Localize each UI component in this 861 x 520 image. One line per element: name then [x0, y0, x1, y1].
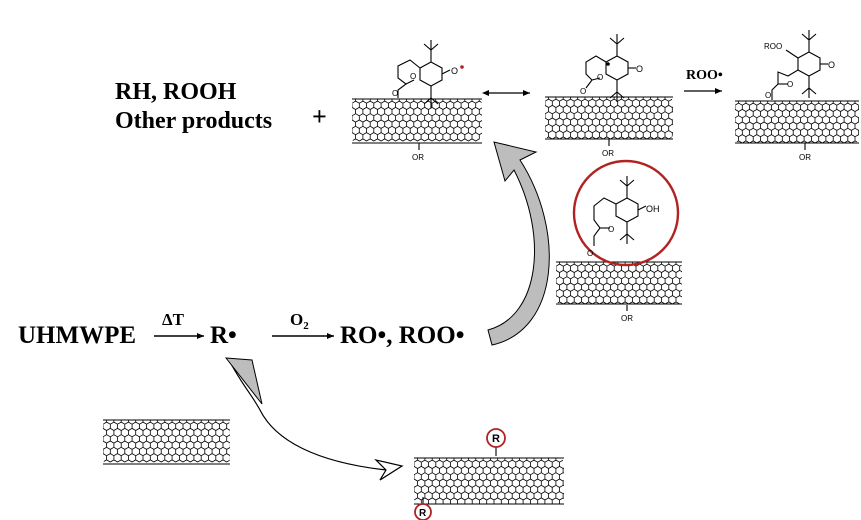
or-group-1: OR: [412, 153, 424, 162]
or-group-3: OR: [799, 153, 811, 162]
ester-oxygen-2: O: [580, 87, 586, 96]
carbon-radical-dot: [606, 62, 610, 66]
r-mark-top: R: [492, 433, 500, 445]
ester-oxygen-4: O: [587, 249, 593, 258]
carbonyl-oxygen: O: [410, 72, 416, 81]
roo-group: ROO: [764, 42, 782, 51]
ester-oxygen-3: O: [765, 91, 771, 100]
ro-roo-radicals: RO•, ROO•: [340, 322, 464, 349]
products-rh-rooh: RH, ROOH: [115, 79, 237, 105]
plus-sign: +: [312, 102, 327, 131]
antioxidant-phenoxy-radical: O O O OR: [392, 40, 464, 162]
alkyl-radical: R•: [210, 322, 237, 349]
radical-oxygen: O: [451, 66, 458, 76]
quinone-oxygen: O: [636, 64, 643, 74]
r-mark-bottom: R: [419, 508, 427, 519]
curved-arrow-tail: [224, 357, 263, 405]
other-products: Other products: [115, 108, 272, 134]
oxygen-label: O2: [290, 310, 309, 332]
cnt-phenoxy-radical: [352, 98, 482, 144]
carbonyl-oxygen-3: O: [787, 80, 793, 89]
carbonyl-oxygen-2: O: [597, 73, 603, 82]
antioxidant-quinone-radical: O O O OR: [580, 34, 643, 158]
grafted-r-bottom: R: [414, 497, 432, 520]
uhmwpe-label: UHMWPE: [18, 322, 136, 349]
phenol-oh: OH: [646, 204, 660, 214]
highlight-circle: [572, 159, 680, 267]
ester-oxygen: O: [392, 89, 398, 98]
cnt-peroxy-adduct: [735, 100, 859, 144]
cnt-quinone-radical: [545, 96, 673, 140]
cnt-pristine: [103, 419, 230, 465]
carbonyl-oxygen-4: O: [608, 225, 614, 234]
or-group-2: OR: [602, 149, 614, 158]
radical-dot: [460, 65, 464, 69]
cnt-antioxidant: [556, 261, 682, 305]
curved-arrow-regeneration: [487, 141, 550, 346]
antioxidant-phenol: OH O O OR: [572, 159, 680, 323]
or-group-4: OR: [621, 314, 633, 323]
cnt-grafted: [414, 457, 564, 505]
curved-arrow-grafting: [227, 357, 387, 471]
heat-label: ΔT: [162, 310, 185, 329]
quinone-oxygen-3: O: [828, 60, 835, 70]
grafted-r-top: R: [486, 428, 506, 456]
curved-arrow-head: [374, 458, 404, 481]
antioxidant-peroxy-adduct: O ROO O O OR: [764, 30, 835, 162]
roo-reagent-label: ROO•: [686, 68, 723, 83]
